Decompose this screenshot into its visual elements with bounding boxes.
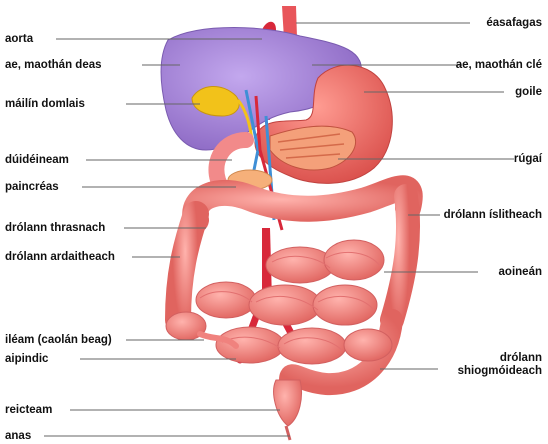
- anus-shape: [286, 426, 290, 440]
- ascending-colon-shape: [178, 214, 196, 320]
- label-ileum: iléam (caolán beag): [5, 334, 112, 347]
- label-duodenum: dúidéineam: [5, 154, 69, 167]
- label-pancreas: paincréas: [5, 181, 59, 194]
- label-ascending-colon: drólann ardaitheach: [5, 251, 115, 264]
- label-esophagus: éasafagas: [486, 17, 542, 30]
- descending-colon-shape: [392, 196, 408, 320]
- transverse-colon-shape: [195, 188, 410, 220]
- rectum-shape: [274, 380, 302, 426]
- label-liver-right-lobe: ae, maothán deas: [5, 59, 102, 72]
- label-stomach: goile: [515, 86, 542, 99]
- label-jejunum: aoineán: [499, 266, 542, 279]
- label-sigmoid-colon: drólann shiogmóideach: [432, 352, 542, 378]
- label-liver-left-lobe: ae, maothán clé: [456, 59, 542, 72]
- label-rugae: rúgaí: [514, 153, 542, 166]
- label-transverse-colon: drólann thrasnach: [5, 222, 105, 235]
- label-descending-colon: drólann íslitheach: [444, 209, 542, 222]
- label-gallbladder: máilín domlais: [5, 98, 85, 111]
- label-rectum: reicteam: [5, 404, 52, 417]
- small-intestine-shape: [196, 240, 392, 364]
- label-anus: anas: [5, 430, 31, 443]
- label-aorta: aorta: [5, 33, 33, 46]
- label-appendix: aipindic: [5, 353, 48, 366]
